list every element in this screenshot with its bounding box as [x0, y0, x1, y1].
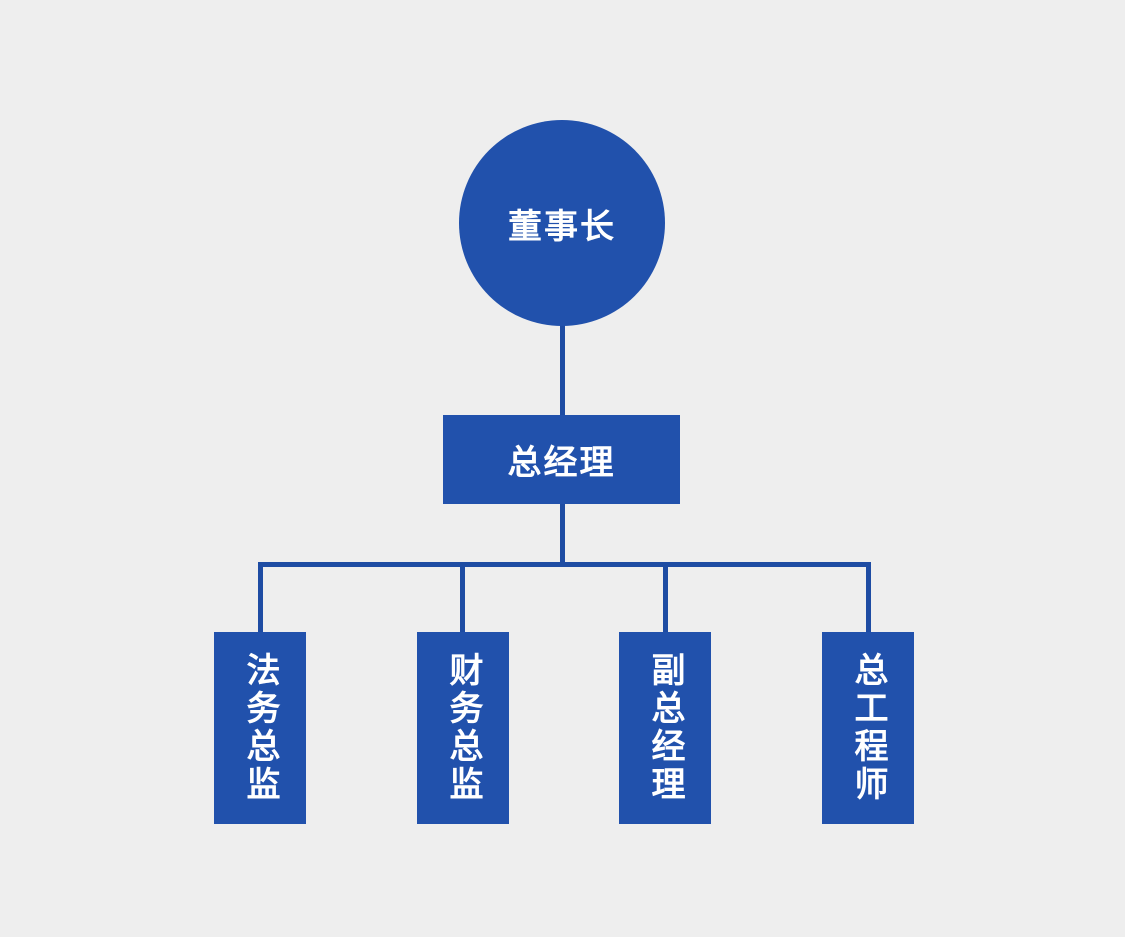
node-chairman: 董事长 [459, 120, 665, 326]
node-legal-director-label: 法务总监 [240, 652, 280, 804]
node-chief-engineer-label: 总工程师 [848, 652, 888, 804]
connector-drop-finance-director [460, 562, 465, 633]
connector-gm-to-bus [560, 503, 565, 564]
node-finance-director-label: 财务总监 [443, 652, 483, 804]
node-legal-director: 法务总监 [214, 632, 306, 824]
connector-drop-chief-engineer [866, 562, 871, 633]
node-deputy-general-manager-label: 副总经理 [645, 652, 685, 804]
connector-horizontal-bus [258, 562, 871, 567]
connector-drop-deputy-gm [663, 562, 668, 633]
node-general-manager: 总经理 [443, 415, 680, 504]
connector-chairman-to-gm [560, 325, 565, 417]
node-general-manager-label: 总经理 [507, 443, 616, 483]
connector-drop-legal-director [258, 562, 263, 633]
node-chief-engineer: 总工程师 [822, 632, 914, 824]
node-chairman-label: 董事长 [508, 206, 616, 247]
node-deputy-general-manager: 副总经理 [619, 632, 711, 824]
node-finance-director: 财务总监 [417, 632, 509, 824]
